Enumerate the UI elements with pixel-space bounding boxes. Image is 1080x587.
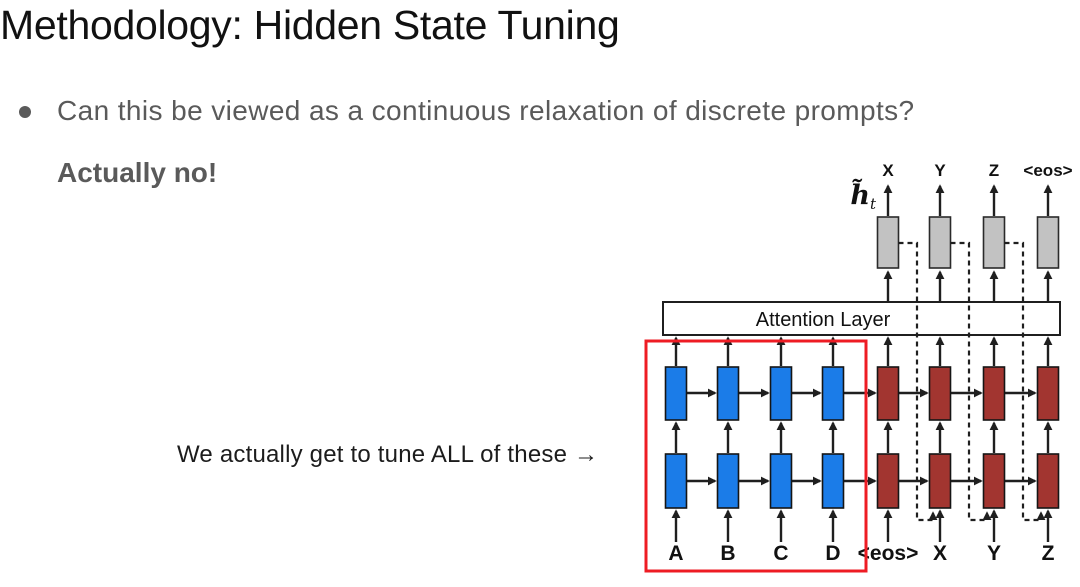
decoder-output-label: Y: [934, 161, 946, 180]
decoder-cell: [928, 453, 952, 509]
decoder-output-label: <eos>: [1023, 161, 1072, 180]
decoder-cell: [876, 453, 900, 509]
encoder-cell: [769, 453, 793, 509]
output-cell: [982, 216, 1006, 269]
encoder-cell: [664, 453, 688, 509]
decoder-cell: [1036, 453, 1060, 509]
attention-layer-label: Attention Layer: [756, 309, 891, 331]
decoder-cell: [1036, 366, 1060, 421]
bullet-text: Can this be viewed as a continuous relax…: [57, 95, 915, 126]
decoder-output-label: X: [882, 161, 894, 180]
decoder-input-label: Z: [1042, 542, 1055, 565]
hidden-state-symbol: h̃t: [850, 178, 877, 213]
encoder-cell: [716, 366, 740, 421]
encoder-input-label: B: [720, 542, 735, 565]
encoder-cell: [821, 366, 845, 421]
output-cell: [928, 216, 952, 269]
encoder-cell: [664, 366, 688, 421]
decoder-input-label: <eos>: [858, 542, 919, 565]
decoder-cell: [982, 366, 1006, 421]
encoder-cell: [716, 453, 740, 509]
slide-title: Methodology: Hidden State Tuning: [0, 2, 620, 48]
attention-layer-box: [662, 301, 1061, 336]
decoder-cell: [928, 366, 952, 421]
feedback-dashed-path: [898, 241, 938, 522]
output-cell: [876, 216, 900, 269]
bullet-dot-icon: [19, 106, 31, 118]
decoder-cell: [982, 453, 1006, 509]
feedback-dashed-path: [1004, 241, 1046, 522]
encoder-input-label: A: [668, 542, 683, 565]
encoder-cell: [821, 453, 845, 509]
encoder-cell: [769, 366, 793, 421]
encoder-input-label: C: [773, 542, 788, 565]
annotation-text-with-arrow: We actually get to tune ALL of these →: [177, 441, 599, 468]
decoder-output-label: Z: [989, 161, 999, 180]
output-cell: [1036, 216, 1060, 269]
encoder-input-label: D: [825, 542, 840, 565]
tunable-region-highlight-box: [644, 339, 868, 573]
decoder-input-label: X: [933, 542, 947, 565]
feedback-dashed-path: [950, 241, 992, 522]
emphasis-text: Actually no!: [57, 157, 218, 188]
decoder-input-label: Y: [987, 542, 1001, 565]
decoder-cell: [876, 366, 900, 421]
